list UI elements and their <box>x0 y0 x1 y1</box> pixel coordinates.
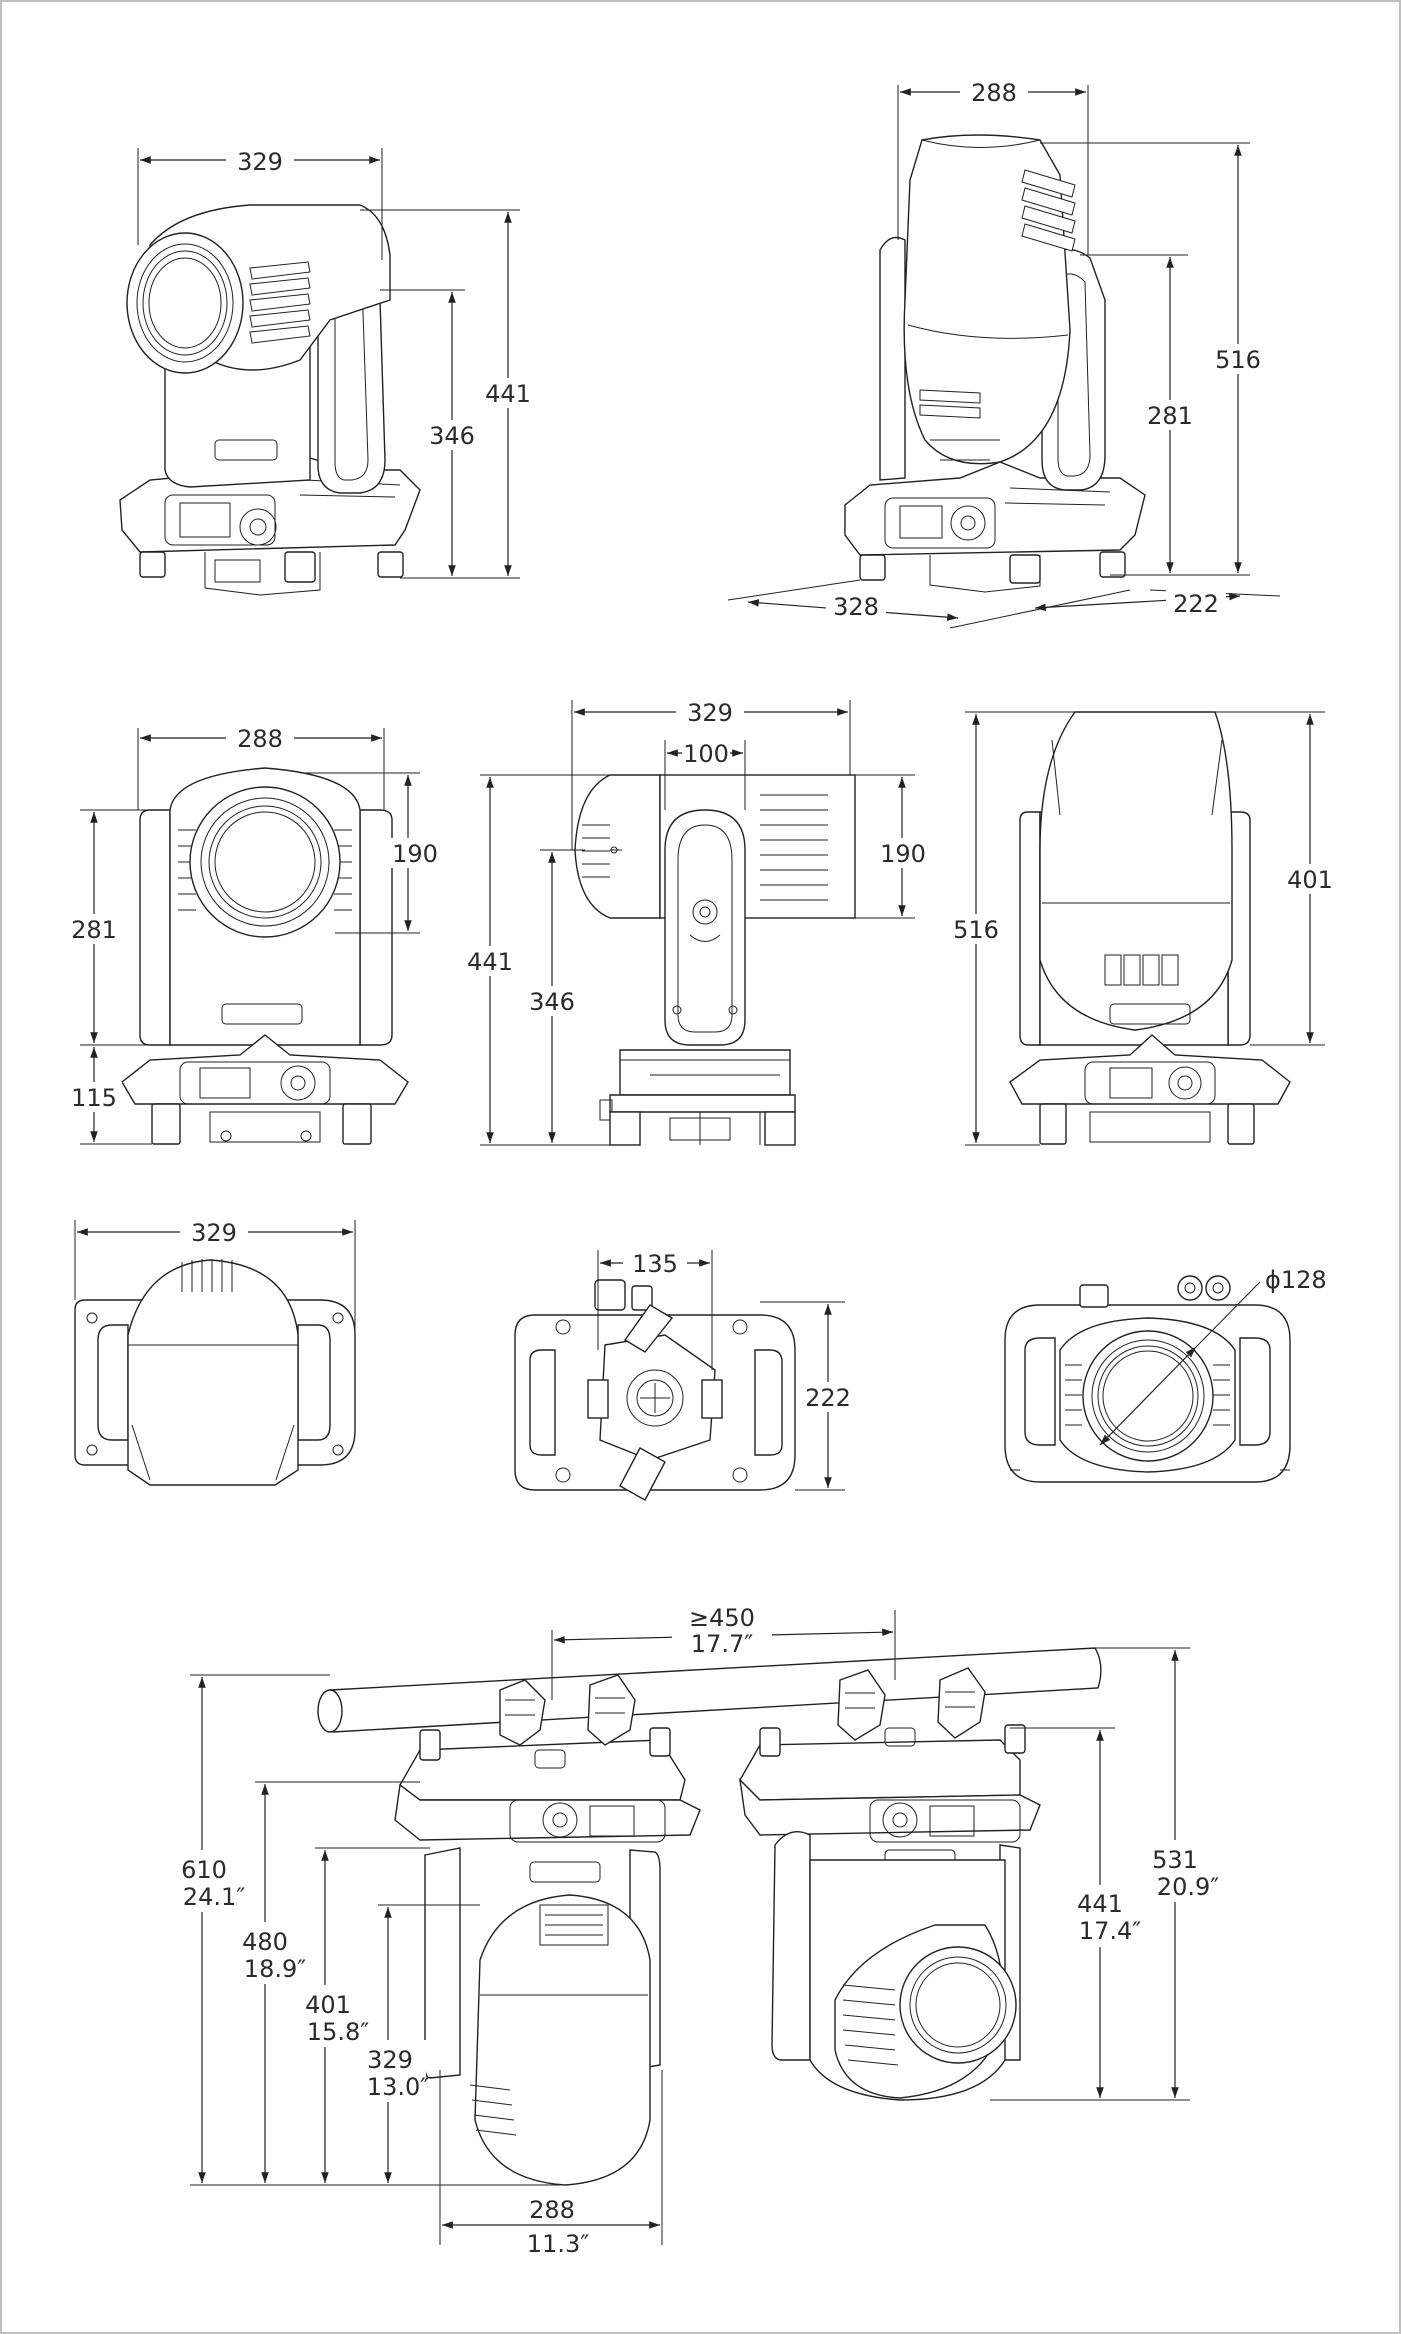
dim-truss-401-in: 15.8″ <box>307 2018 369 2046</box>
dim-front-width: 288 <box>237 725 283 753</box>
dim-truss-480-mm: 480 <box>242 1928 288 1956</box>
view-back: 516 401 <box>950 711 1338 1146</box>
fixture-drawing-side <box>574 774 856 1146</box>
dim-truss-531-mm: 531 <box>1152 1846 1198 1874</box>
view-lens: ϕ128 <box>1004 1266 1327 1483</box>
clamp-left-1 <box>499 1679 546 1746</box>
dim-view2-arm-height: 281 <box>1147 402 1193 430</box>
fixture-drawing-front <box>121 767 409 1145</box>
dim-truss-610-in: 24.1″ <box>183 1883 245 1911</box>
dim-truss-288-mm: 288 <box>529 2196 575 2224</box>
fixture-drawing-lens <box>1004 1275 1291 1483</box>
dim-truss-531-in: 20.9″ <box>1157 1873 1219 1901</box>
fixture-drawing-bottom <box>514 1279 796 1501</box>
cooling-fins-lens <box>1065 1364 1230 1426</box>
clamp-right-1 <box>837 1669 886 1741</box>
dim-bottom-depth: 222 <box>805 1384 851 1412</box>
cooling-fins-2 <box>919 169 1076 419</box>
cooling-fins-truss-left <box>469 1904 609 2136</box>
view-perspective-rear: 288 516 281 328 222 <box>727 78 1281 629</box>
dim-truss-610-mm: 610 <box>181 1856 227 1884</box>
view-front: 288 190 281 115 <box>66 724 446 1145</box>
dim-view2-top-width: 288 <box>971 79 1017 107</box>
dim-truss-spacing-in: 17.7″ <box>691 1630 753 1658</box>
lens-1 <box>126 232 244 374</box>
fixture-drawing-back <box>1009 711 1291 1145</box>
lens-front <box>189 786 341 938</box>
view-top: 329 <box>74 1218 356 1486</box>
view-side: 329 100 190 441 346 <box>466 698 934 1146</box>
cooling-fins-side <box>582 794 828 901</box>
dim-truss-441-mm: 441 <box>1077 1890 1123 1918</box>
dim-truss-480-in: 18.9″ <box>244 1955 306 1983</box>
dim-back-arm-height: 401 <box>1287 866 1333 894</box>
dim-top-width: 329 <box>191 1219 237 1247</box>
dim-side-total-height: 441 <box>467 948 513 976</box>
dim-truss-spacing-mm: ≥450 <box>689 1604 755 1632</box>
dim-front-head-height: 190 <box>392 840 438 868</box>
view-perspective-front: 329 441 346 <box>119 146 533 596</box>
dim-view2-height: 516 <box>1215 346 1261 374</box>
cooling-fins-back <box>1104 954 1179 986</box>
dim-view2-base-depth: 328 <box>833 593 879 621</box>
dim-truss-401-mm: 401 <box>305 1991 351 2019</box>
cooling-fins-1 <box>249 261 311 344</box>
fixture-drawing-2 <box>844 134 1146 593</box>
view-truss-mount: ≥450 17.7″ 610 24.1″ 480 18.9″ 401 15.8″… <box>172 1601 1220 2258</box>
dim-front-arm-height: 281 <box>71 916 117 944</box>
dim-lens-diameter: ϕ128 <box>1265 1266 1327 1294</box>
dim-truss-441-in: 17.4″ <box>1079 1917 1141 1945</box>
dim-view1-height: 441 <box>485 380 531 408</box>
dim-view1-head-height: 346 <box>429 422 475 450</box>
fixture-drawing-1 <box>119 204 421 596</box>
view-bottom: 135 222 <box>514 1249 856 1501</box>
hanging-fixture-right <box>739 1667 1041 2101</box>
dim-side-length: 329 <box>687 699 733 727</box>
dim-view1-width: 329 <box>237 148 283 176</box>
dim-truss-329-in: 13.0″ <box>367 2073 429 2101</box>
cooling-fins-top <box>181 1259 233 1292</box>
dim-side-pivot: 100 <box>683 740 729 768</box>
dim-bottom-clamp-spacing: 135 <box>632 1250 678 1278</box>
clamp-right-2 <box>937 1667 986 1739</box>
dim-front-base-height: 115 <box>71 1084 117 1112</box>
dim-back-total-height: 516 <box>953 916 999 944</box>
dim-truss-288-in: 11.3″ <box>527 2230 589 2258</box>
cooling-fins-front <box>178 829 352 911</box>
dim-view2-base-width: 222 <box>1173 590 1219 618</box>
dim-side-head-height: 190 <box>880 840 926 868</box>
dim-side-axis-height: 346 <box>529 988 575 1016</box>
dim-truss-329-mm: 329 <box>367 2046 413 2074</box>
fixture-drawing-top <box>74 1259 356 1486</box>
cooling-fins-truss-right <box>842 1984 899 2066</box>
clamp-left-2 <box>587 1674 636 1746</box>
